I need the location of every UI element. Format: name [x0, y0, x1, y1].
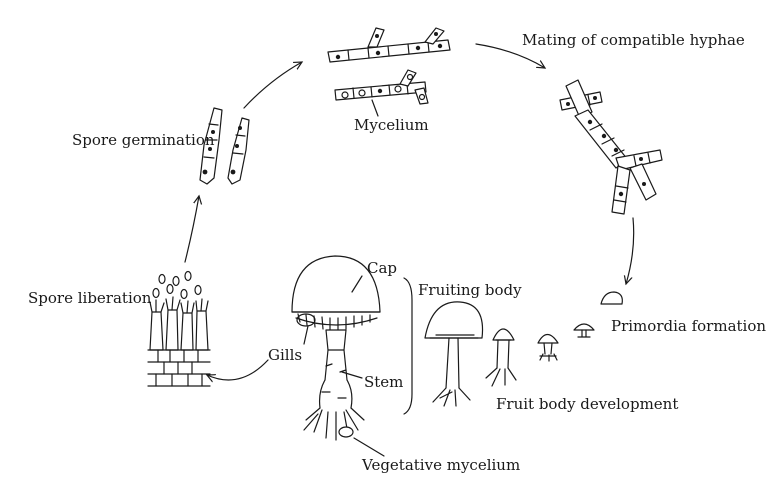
gills-leader — [303, 325, 309, 345]
stem-leader — [341, 371, 363, 379]
arrow-mycelium-to-mating — [475, 43, 545, 68]
arrow-spore-liberation-to-germination — [184, 196, 199, 263]
germinating-spores-illustration — [199, 107, 250, 185]
mature-mushroom-illustration — [291, 255, 381, 441]
mycelium-illustration — [327, 27, 451, 117]
spore-germination-label: Spore germination — [72, 131, 215, 149]
cap-leader — [351, 275, 363, 293]
fruit-body-development-illustration — [424, 301, 595, 407]
spore-liberation-illustration — [147, 270, 211, 387]
stem-label: Stem — [364, 373, 403, 391]
mating-hyphae-illustration — [559, 79, 663, 215]
gills-label: Gills — [268, 346, 302, 364]
arrow-gills-to-spore-liberation — [207, 359, 269, 380]
fruiting-body-label: Fruiting body — [418, 281, 522, 299]
fruiting-body-bracket — [403, 277, 413, 415]
mycelium-label: Mycelium — [354, 116, 429, 134]
primordia-illustration — [600, 291, 623, 305]
cap-label: Cap — [367, 259, 397, 277]
vegetative-mycelium-label: Vegetative mycelium — [361, 456, 520, 474]
spore-liberation-label: Spore liberation — [28, 289, 152, 307]
mating-label: Mating of compatible hyphae — [522, 31, 745, 49]
arrow-germination-to-mycelium — [243, 62, 302, 109]
vegetative-mycelium-leader — [353, 437, 385, 457]
fruit-body-development-label: Fruit body development — [496, 395, 678, 413]
arrow-mating-to-primordia — [626, 217, 635, 284]
primordia-formation-label: Primordia formation — [611, 317, 766, 335]
